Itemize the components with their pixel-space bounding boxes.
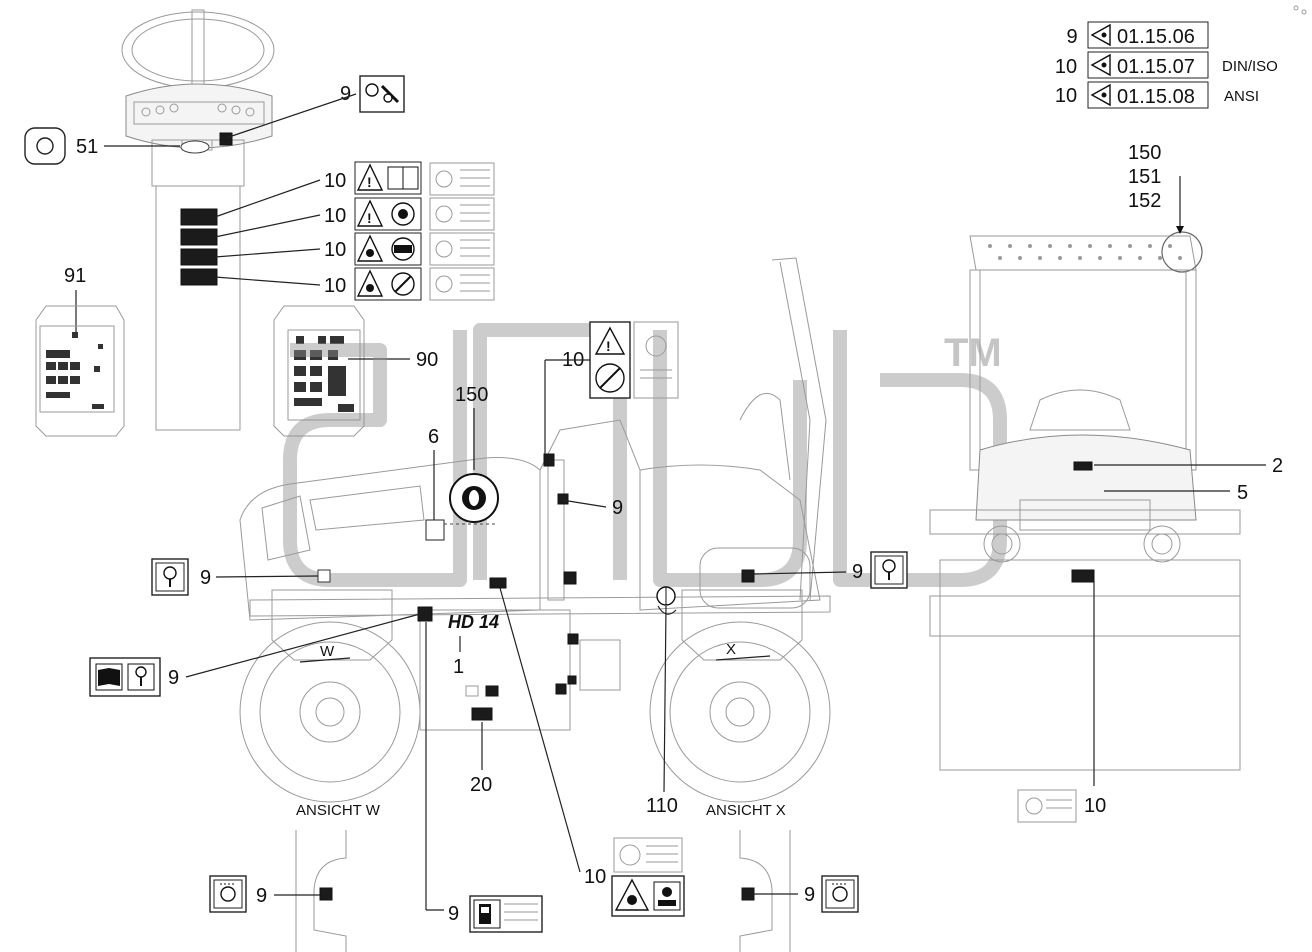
emergency-button-decal <box>24 127 66 165</box>
callout-9-right: 9 <box>852 561 863 583</box>
bottom-warning-decal <box>611 837 685 917</box>
callout-2: 2 <box>1272 455 1283 477</box>
callout-91: 91 <box>64 265 86 287</box>
callout-10-d: 10 <box>324 275 346 297</box>
warning-decal-group: 10 10 10 10 ! ! <box>214 161 495 301</box>
callout-10-c: 10 <box>324 239 346 261</box>
no-access-warning-icon <box>354 267 422 301</box>
belt-warning-icon <box>354 232 422 266</box>
ref-row-3-num: 10 <box>1055 85 1077 107</box>
eye-warning-icon <box>1090 83 1111 107</box>
callout-10-a: 10 <box>324 170 346 192</box>
callout-110: 110 <box>646 795 678 817</box>
callout-152: 152 <box>1128 190 1161 212</box>
callout-9-lever: 9 <box>612 497 623 519</box>
view-w-drawing <box>295 830 347 952</box>
callout-9-steering: 9 <box>340 83 351 105</box>
ref-row-3-suffix: ANSI <box>1224 88 1259 105</box>
view-title-x: ANSICHT X <box>706 802 786 819</box>
watermark-logo: TM <box>283 323 1007 587</box>
callout-9-bottom-left: 9 <box>256 885 267 907</box>
callout-150-side: 150 <box>455 384 488 406</box>
callout-9-bottom-right: 9 <box>804 884 815 906</box>
lifting-point-decal <box>151 558 189 596</box>
svg-text:!: ! <box>367 174 372 190</box>
callout-10-front: 10 <box>1084 795 1106 817</box>
svg-text:!: ! <box>367 210 372 226</box>
ref-row-3-code: 01.15.08 <box>1117 86 1195 108</box>
view-title-w: ANSICHT W <box>296 802 381 819</box>
roller-side-view <box>239 257 831 803</box>
model-badge: HD 14 <box>448 612 499 632</box>
front-warning-label <box>1017 789 1077 823</box>
manual-decal <box>89 657 161 697</box>
roller-front-view <box>929 231 1241 771</box>
steering-column-drawing <box>121 9 275 431</box>
eye-warning-icon <box>1090 23 1111 47</box>
callout-10-bottom: 10 <box>584 866 606 888</box>
view-letter-w: W <box>320 643 335 660</box>
ref-row-2-code: 01.15.07 <box>1117 56 1195 78</box>
callout-5: 5 <box>1237 482 1248 504</box>
hot-surface-decal <box>209 875 247 913</box>
steering-hazard-decal <box>359 75 405 113</box>
callout-9-book: 9 <box>168 667 179 689</box>
corner-mark-icon <box>1293 5 1307 15</box>
callout-90: 90 <box>416 349 438 371</box>
svg-text:!: ! <box>606 338 611 354</box>
fuse-panel-91 <box>35 305 125 437</box>
callout-9-left: 9 <box>200 567 211 589</box>
speed-limit-decal <box>449 473 499 523</box>
ear-protection-warning-icon: ! <box>354 197 422 231</box>
eye-warning-icon <box>1090 53 1111 77</box>
view-letter-x: X <box>726 641 736 658</box>
watermark-tm: TM <box>944 331 1002 375</box>
callout-20: 20 <box>470 774 492 796</box>
view-x-drawing <box>739 830 791 952</box>
callout-51: 51 <box>76 136 98 158</box>
fuse-panel-90 <box>273 305 365 437</box>
callout-10-b: 10 <box>324 205 346 227</box>
ref-row-1-code: 01.15.06 <box>1117 26 1195 48</box>
callout-1: 1 <box>453 656 464 678</box>
callout-9-bottom-fuel: 9 <box>448 903 459 925</box>
ansi-labels <box>429 162 495 301</box>
callout-6: 6 <box>428 426 439 448</box>
ref-row-2-suffix: DIN/ISO <box>1222 58 1278 75</box>
callout-151: 151 <box>1128 166 1161 188</box>
fuel-decal <box>469 895 543 933</box>
ref-row-2-num: 10 <box>1055 56 1077 78</box>
hot-surface-decal <box>821 875 859 913</box>
reference-table: 9 01.15.06 10 01.15.07 DIN/ISO 10 01.15.… <box>1055 21 1278 109</box>
read-manual-warning-icon: ! <box>354 161 422 195</box>
lifting-point-decal <box>870 551 908 589</box>
callout-150-top: 150 <box>1128 142 1161 164</box>
ref-row-1-num: 9 <box>1066 26 1077 48</box>
rops-warning-decal: ! <box>589 321 679 399</box>
